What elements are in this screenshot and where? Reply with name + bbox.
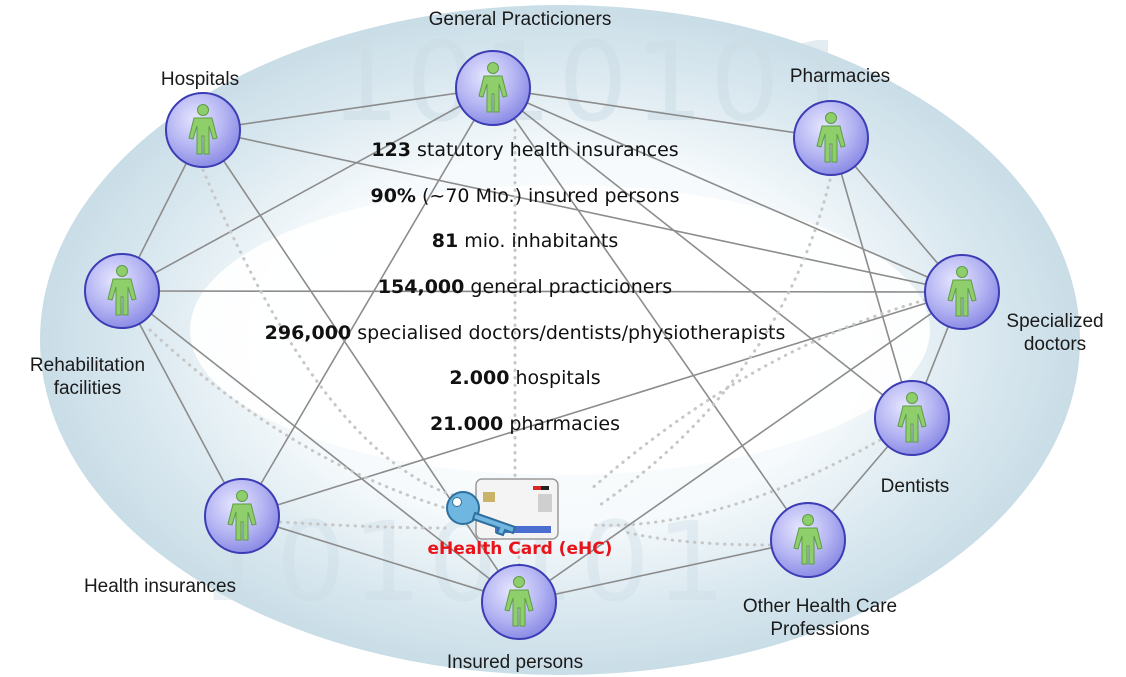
node-hospitals xyxy=(165,92,241,168)
label-pharmacies: Pharmacies xyxy=(789,66,891,87)
person-icon xyxy=(107,265,137,316)
node-general-practicioners xyxy=(455,50,531,126)
label-other-health-care-professions: Other Health Care Professions xyxy=(742,596,898,640)
card-link-spec xyxy=(588,298,927,492)
edge-hosp-spec xyxy=(202,129,963,293)
edge-pharm-dent xyxy=(830,137,913,419)
label-specialized-doctors: Specialized doctors xyxy=(1006,311,1104,355)
edge-gp-other xyxy=(492,87,809,541)
background-inner-ellipse xyxy=(190,185,930,475)
stat-value: 123 xyxy=(371,139,411,161)
card-link-other xyxy=(623,530,772,547)
node-pharmacies xyxy=(793,100,869,176)
stat-line: 123 statutory health insurances xyxy=(220,135,830,181)
edge-hi-spec xyxy=(241,291,963,517)
key-icon xyxy=(446,491,517,537)
card-photo xyxy=(538,494,552,512)
node-dentists xyxy=(874,380,950,456)
card-link-hosp xyxy=(201,168,472,502)
edge-rehab-ins xyxy=(121,290,520,603)
stat-line: 296,000 specialised doctors/dentists/phy… xyxy=(220,318,830,364)
edge-hosp-gp xyxy=(202,87,494,131)
card-stripe-red xyxy=(533,486,541,490)
statistics-list: 123 statutory health insurances 90% (~70… xyxy=(220,135,830,455)
edge-ins-other xyxy=(518,539,809,603)
stat-value: 154,000 xyxy=(377,276,465,299)
person-icon xyxy=(188,104,218,155)
node-rehabilitation-facilities xyxy=(84,253,160,329)
edge-rehab-hi xyxy=(121,290,243,517)
edge-ins-spec xyxy=(518,291,963,603)
ehealth-card-label: eHealth Card (eHC) xyxy=(427,539,613,559)
edge-gp-hi xyxy=(241,87,494,517)
person-icon xyxy=(504,576,534,627)
person-icon xyxy=(947,266,977,317)
edge-hi-ins xyxy=(241,515,520,603)
background-binary-top: 1010101 xyxy=(330,18,862,146)
card-blue-bar xyxy=(495,526,551,533)
label-hospitals: Hospitals xyxy=(160,69,240,90)
person-icon xyxy=(897,392,927,443)
node-specialized-doctors xyxy=(924,254,1000,330)
node-icons xyxy=(84,50,1000,640)
stat-value: 81 xyxy=(431,230,459,253)
edge-gp-dent xyxy=(492,87,913,419)
stat-text: statutory health insurances xyxy=(417,139,679,161)
card-chip xyxy=(483,492,495,502)
edge-gp-pharm xyxy=(492,87,832,139)
card-links xyxy=(148,128,927,567)
node-insured-persons xyxy=(481,564,557,640)
card-link-dent xyxy=(593,438,882,527)
stat-line: 154,000 general practicioners xyxy=(220,272,830,318)
stat-line: 81 mio. inhabitants xyxy=(220,226,830,272)
edge-gp-rehab xyxy=(121,87,494,292)
stat-text: mio. inhabitants xyxy=(464,230,619,253)
stat-text: general practicioners xyxy=(470,276,673,299)
stat-value: 296,000 xyxy=(264,321,352,344)
card-stripe-black xyxy=(541,486,549,490)
card-link-rehab xyxy=(148,328,472,517)
stat-value: 21.000 xyxy=(429,413,504,436)
person-icon xyxy=(793,514,823,565)
label-health-insurances: Health insurances xyxy=(83,576,237,597)
person-icon xyxy=(816,112,846,163)
ehealth-card-icon xyxy=(446,478,559,540)
stat-line: 21.000 pharmacies xyxy=(220,409,830,455)
node-health-insurances xyxy=(204,478,280,554)
person-icon xyxy=(227,490,257,541)
card-link-hi xyxy=(278,520,447,530)
stat-line: 90% (~70 Mio.) insured persons xyxy=(220,181,830,227)
label-insured-persons: Insured persons xyxy=(446,652,584,673)
stat-text: (~70 Mio.) insured persons xyxy=(422,184,680,207)
stat-text: pharmacies xyxy=(509,413,621,436)
stat-line: 2.000 hospitals xyxy=(220,363,830,409)
edge-gp-spec xyxy=(492,87,963,293)
label-general-practicioners: General Practicioners xyxy=(428,9,612,30)
stat-text: specialised doctors/dentists/physiothera… xyxy=(357,321,786,344)
stat-value: 90% xyxy=(370,184,416,207)
label-rehabilitation-facilities: Rehabilitation facilities xyxy=(29,355,146,399)
node-other-health-care-professions xyxy=(770,502,846,578)
stat-value: 2.000 xyxy=(449,367,510,390)
stat-text: hospitals xyxy=(515,367,601,390)
person-icon xyxy=(478,62,508,113)
label-dentists: Dentists xyxy=(880,476,950,497)
